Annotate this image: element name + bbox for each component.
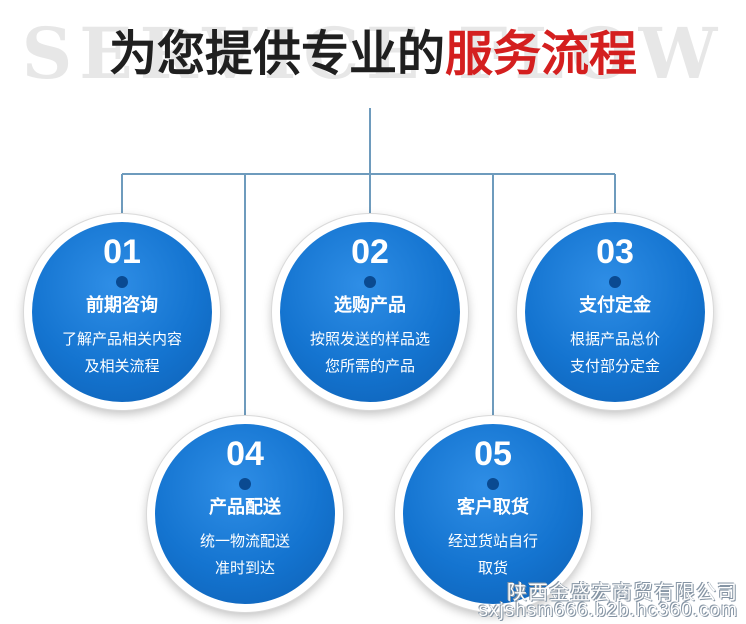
step-disc xyxy=(155,424,335,604)
step-description-line: 您所需的产品 xyxy=(324,357,415,375)
title-main: 为您提供专业的 xyxy=(108,26,445,82)
step-disc xyxy=(403,424,583,604)
step-title: 支付定金 xyxy=(579,295,651,316)
step-description-line: 按照发送的样品选 xyxy=(309,330,430,348)
step-03-circle: 03 支付定金 根据产品总价 支付部分定金 xyxy=(517,214,713,410)
step-number: 02 xyxy=(351,233,389,271)
step-description: 了解产品相关内容 及相关流程 xyxy=(38,326,206,380)
step-description-line: 经过货站自行 xyxy=(447,532,538,550)
step-01-circle: 01 前期咨询 了解产品相关内容 及相关流程 xyxy=(24,214,220,410)
step-description-line: 支付部分定金 xyxy=(569,357,660,375)
step-05-circle: 05 客户取货 经过货站自行 取货 xyxy=(395,416,591,612)
step-02-circle: 02 选购产品 按照发送的样品选 您所需的产品 xyxy=(272,214,468,410)
step-description-line: 准时到达 xyxy=(214,559,275,577)
step-title: 前期咨询 xyxy=(86,295,158,316)
page-title: 为您提供专业的服务流程 xyxy=(0,22,746,86)
step-description-line: 根据产品总价 xyxy=(569,330,660,348)
background-watermark-word: SERVICE FLOW xyxy=(21,12,725,95)
step-dot xyxy=(364,276,376,288)
step-description-line: 及相关流程 xyxy=(84,357,160,375)
company-watermark: 陕西金盛宏商贸有限公司 xyxy=(507,580,738,604)
step-dot xyxy=(609,276,621,288)
step-title: 产品配送 xyxy=(209,497,281,518)
step-description-line: 了解产品相关内容 xyxy=(61,330,182,348)
step-disc xyxy=(32,222,212,402)
step-disc xyxy=(280,222,460,402)
step-disc xyxy=(525,222,705,402)
step-title: 客户取货 xyxy=(457,497,529,518)
step-description-line: 取货 xyxy=(477,559,508,577)
step-dot xyxy=(239,478,251,490)
step-number: 03 xyxy=(596,233,634,271)
step-dot xyxy=(487,478,499,490)
step-title: 选购产品 xyxy=(334,295,406,316)
step-04-circle: 04 产品配送 统一物流配送 准时到达 xyxy=(147,416,343,612)
step-number: 01 xyxy=(103,233,141,271)
step-number: 04 xyxy=(226,435,264,473)
step-description: 统一物流配送 准时到达 xyxy=(161,528,329,582)
step-description: 根据产品总价 支付部分定金 xyxy=(531,326,699,380)
step-description: 经过货站自行 取货 xyxy=(409,528,577,582)
step-description: 按照发送的样品选 您所需的产品 xyxy=(286,326,454,380)
step-number: 05 xyxy=(474,435,512,473)
step-description-line: 统一物流配送 xyxy=(199,532,290,550)
site-watermark: sxjshsm666.b2b.hc360.com xyxy=(478,600,738,621)
title-highlight: 服务流程 xyxy=(445,26,638,82)
step-dot xyxy=(116,276,128,288)
